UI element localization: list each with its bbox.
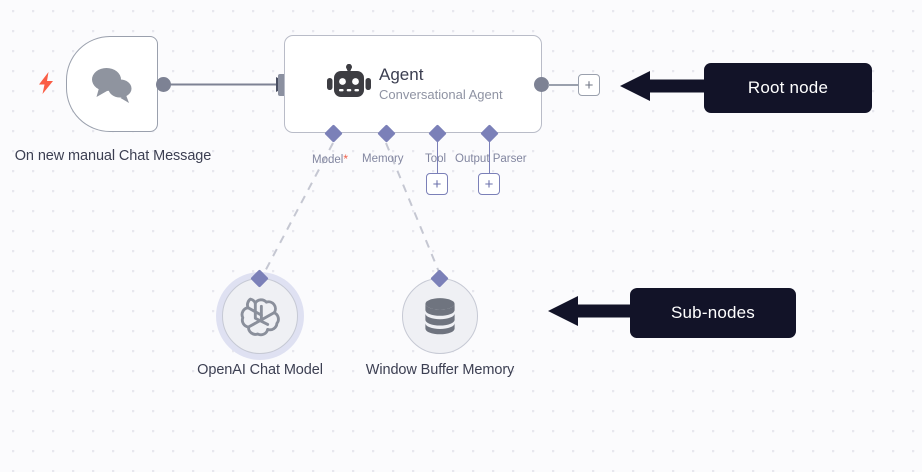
add-node-button-output-parser[interactable]: +: [478, 173, 500, 195]
agent-port-stem-output-parser: [488, 133, 491, 175]
sub-nodes-arrow-left-icon: [548, 296, 644, 326]
annotation-root-node: Root node: [704, 63, 872, 113]
agent-input-connector[interactable]: [278, 74, 289, 96]
openai-logo-icon: [240, 297, 280, 337]
port-required-marker-model: *: [343, 152, 348, 166]
root-node-arrow-left-icon: [620, 71, 730, 101]
agent-output-connector[interactable]: [534, 77, 549, 92]
node-label-window-buffer-memory: Window Buffer Memory: [365, 362, 515, 378]
agent-port-label-model: Model*: [312, 152, 348, 167]
node-agent[interactable]: Agent Conversational Agent: [284, 35, 542, 133]
connection-trigger-to-agent[interactable]: [160, 60, 295, 110]
port-text-model: Model: [312, 154, 344, 166]
database-stack-icon: [425, 298, 455, 335]
agent-port-stem-tool: [436, 133, 439, 175]
add-node-button-tool[interactable]: +: [426, 173, 448, 195]
lightning-bolt-icon: [39, 72, 53, 94]
agent-port-label-tool: Tool: [425, 153, 447, 165]
node-label-openai: OpenAI Chat Model: [197, 362, 323, 378]
agent-subtitle: Conversational Agent: [379, 87, 503, 102]
add-node-button-output[interactable]: +: [578, 74, 600, 96]
agent-text-block: Agent Conversational Agent: [379, 64, 503, 104]
agent-port-label-memory: Memory: [362, 153, 404, 165]
agent-output-stub: [548, 84, 578, 86]
node-window-buffer-memory[interactable]: [402, 278, 478, 354]
connection-memory-to-window-buffer: [385, 142, 442, 278]
agent-port-label-output-parser: Output Parser: [455, 153, 527, 165]
connection-model-to-openai: [261, 142, 334, 278]
annotation-root-node-text: Root node: [747, 78, 829, 97]
annotation-sub-nodes: Sub-nodes: [630, 288, 796, 338]
agent-title: Agent: [379, 65, 424, 84]
robot-icon: [327, 64, 371, 97]
chat-bubbles-icon: [92, 68, 132, 103]
annotation-sub-nodes-text: Sub-nodes: [670, 303, 756, 322]
node-on-new-manual-chat-message[interactable]: [66, 36, 158, 132]
node-openai-chat-model[interactable]: [222, 278, 298, 354]
node-label-trigger: On new manual Chat Message: [14, 148, 212, 164]
trigger-output-connector[interactable]: [156, 77, 171, 92]
